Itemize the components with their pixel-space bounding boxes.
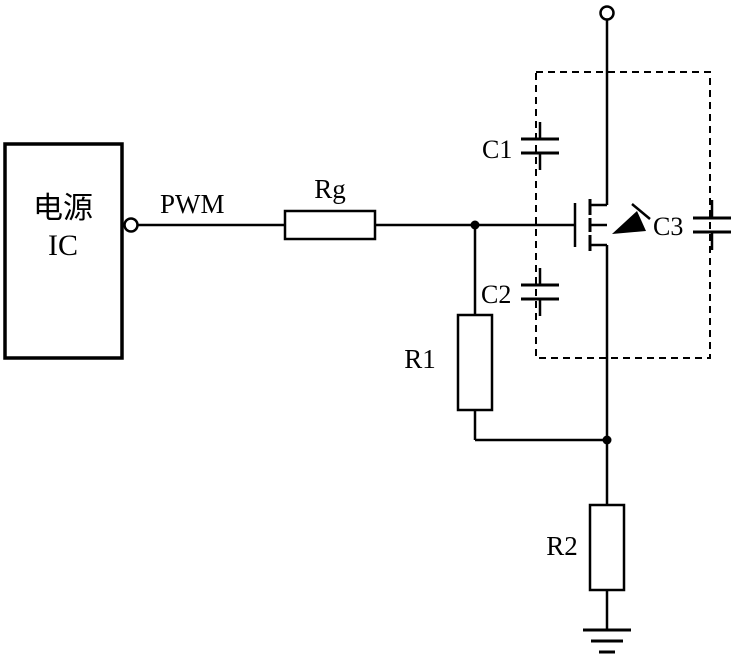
mosfet-symbol — [573, 199, 651, 251]
r1-resistor — [456, 313, 494, 412]
top-terminal — [599, 5, 615, 21]
ground-symbol — [583, 628, 631, 654]
body-diode-cathode-bar — [631, 203, 651, 220]
c2-label: C2 — [481, 280, 511, 309]
power-ic-label-line2: IC — [48, 229, 78, 262]
c1-capacitor — [521, 122, 559, 170]
c3-label: C3 — [653, 212, 683, 241]
body-diode-arrow — [612, 211, 646, 234]
rg-label: Rg — [314, 174, 346, 204]
c3-capacitor — [693, 200, 731, 250]
r2-resistor — [588, 503, 626, 592]
power-ic-box — [3, 142, 124, 360]
r1-label: R1 — [404, 344, 436, 374]
power-ic-label-line1: 电源 — [33, 192, 93, 225]
c1-label: C1 — [482, 135, 512, 164]
rg-resistor — [283, 209, 377, 241]
mosfet-model-dashed-box — [535, 71, 711, 359]
pwm-label: PWM — [160, 189, 225, 219]
pwm-output-terminal — [123, 217, 139, 233]
c2-capacitor — [521, 268, 559, 316]
r2-label: R2 — [546, 531, 578, 561]
